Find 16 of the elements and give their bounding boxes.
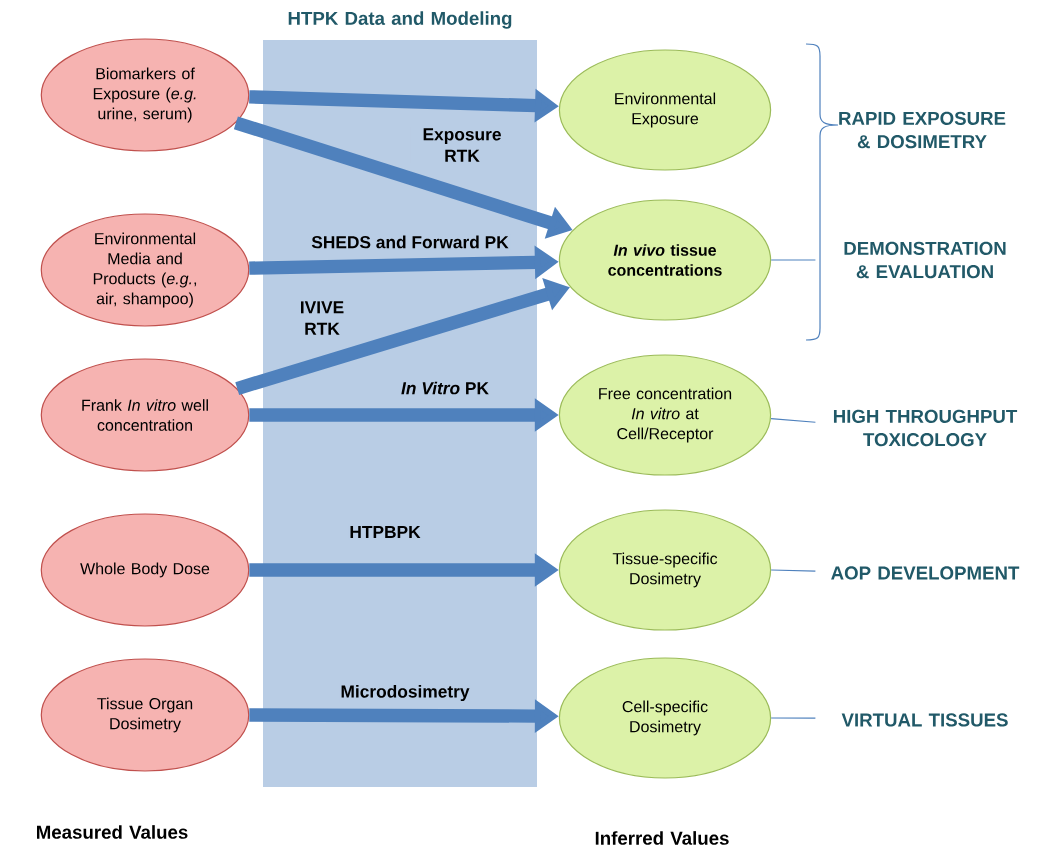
- edge-label: IVIVE RTK: [287, 300, 357, 336]
- application-label: AOP DEVELOPMENT: [831, 566, 1020, 580]
- edge-label: Exposure RTK: [410, 127, 514, 163]
- connector-line: [770, 717, 816, 719]
- axis-caption: Measured Values: [37, 825, 188, 839]
- panel-title: HTPK Data and Modeling: [288, 11, 512, 29]
- application-label: DEMONSTRATION & EVALUATION: [844, 241, 1006, 279]
- application-label: RAPID EXPOSURE & DOSIMETRY: [839, 111, 1006, 149]
- connector-line: [770, 259, 816, 261]
- axis-caption: Inferred Values: [595, 831, 729, 845]
- application-label: VIRTUAL TISSUES: [841, 713, 1008, 727]
- edge-label: SHEDS and Forward PK: [309, 234, 511, 250]
- application-label: HIGH THROUGHPUT TOXICOLOGY: [833, 409, 1018, 447]
- edge-label: In Vitro PK: [399, 380, 491, 396]
- connector-line: [770, 418, 816, 423]
- connector-line: [770, 569, 816, 572]
